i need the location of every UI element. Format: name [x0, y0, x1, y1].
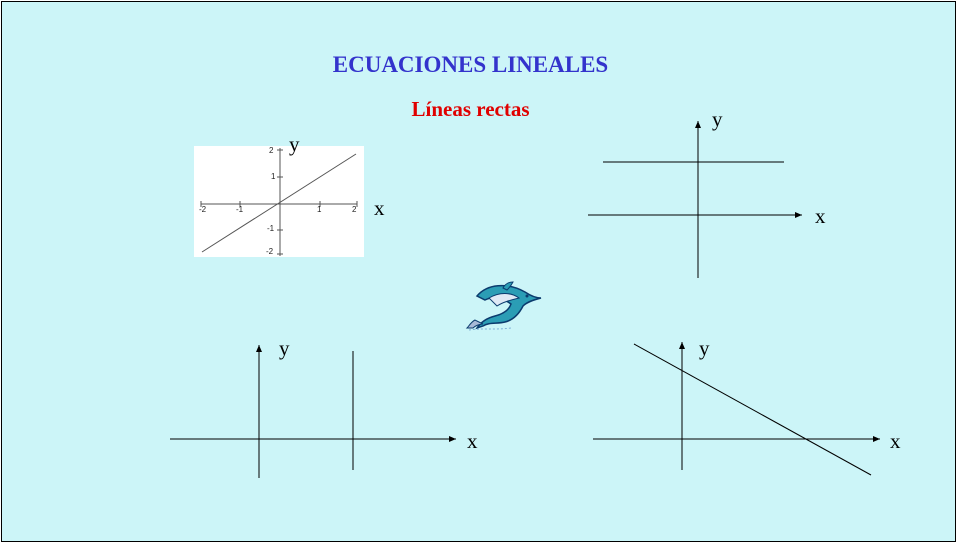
graph-horizontal-line	[588, 121, 802, 278]
x-tick-label: -1	[236, 205, 244, 214]
graph2-x-label: x	[815, 204, 826, 228]
graph1-x-label: x	[374, 196, 385, 220]
slide-subtitle: Líneas rectas	[411, 97, 530, 121]
graph2-y-label: y	[712, 107, 723, 131]
y-tick-label: 1	[271, 172, 276, 181]
y-tick-label: -2	[266, 247, 274, 256]
graph-decreasing-line	[593, 342, 880, 476]
x-tick-label: 1	[317, 205, 322, 214]
x-tick-label: 2	[352, 205, 357, 214]
x-tick-label: -2	[199, 205, 207, 214]
graph1-y-label: y	[289, 132, 300, 156]
graph3-y-label: y	[279, 336, 290, 360]
graph-vertical-line	[170, 345, 456, 478]
graph4-y-label: y	[699, 336, 710, 360]
dolphin-icon	[465, 281, 542, 331]
decreasing-line	[633, 343, 872, 476]
plot-area	[200, 148, 358, 256]
graph-y-equals-x-plot: -2 -1 1 2 2 1 -1 -2	[194, 146, 364, 257]
y-tick-label: -1	[267, 224, 275, 233]
line-y-equals-x	[201, 153, 357, 253]
y-tick-label: 2	[269, 146, 274, 155]
graph3-x-label: x	[467, 429, 478, 453]
graph4-x-label: x	[890, 429, 901, 453]
slide-title: ECUACIONES LINEALES	[332, 52, 609, 77]
